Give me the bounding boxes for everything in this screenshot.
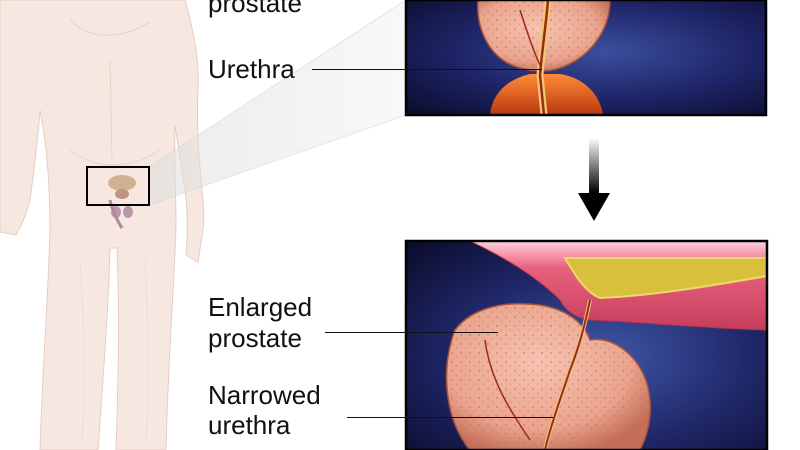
zoom-box [86, 166, 150, 206]
human-body [0, 0, 205, 450]
urine [563, 257, 767, 300]
normal-prostate-panel [406, 0, 766, 115]
label-urethra: Urethra [208, 54, 295, 84]
label-normal-prostate: prostate [208, 0, 302, 18]
label-enlarged-line1: Enlarged [208, 292, 313, 322]
body-silhouette [0, 0, 205, 450]
label-narrowed-line2: urethra [208, 410, 291, 440]
organs-miniature [108, 175, 136, 229]
leader-enlarged-prostate [325, 332, 498, 333]
pelvic-muscle [490, 74, 603, 115]
down-arrow-icon [578, 138, 610, 221]
label-enlarged-line2: prostate [208, 323, 302, 353]
leader-urethra [312, 69, 542, 70]
enlarged-prostate-panel [406, 241, 767, 450]
label-narrowed-line1: Narrowed [208, 380, 321, 410]
leader-narrowed-urethra [347, 417, 553, 418]
